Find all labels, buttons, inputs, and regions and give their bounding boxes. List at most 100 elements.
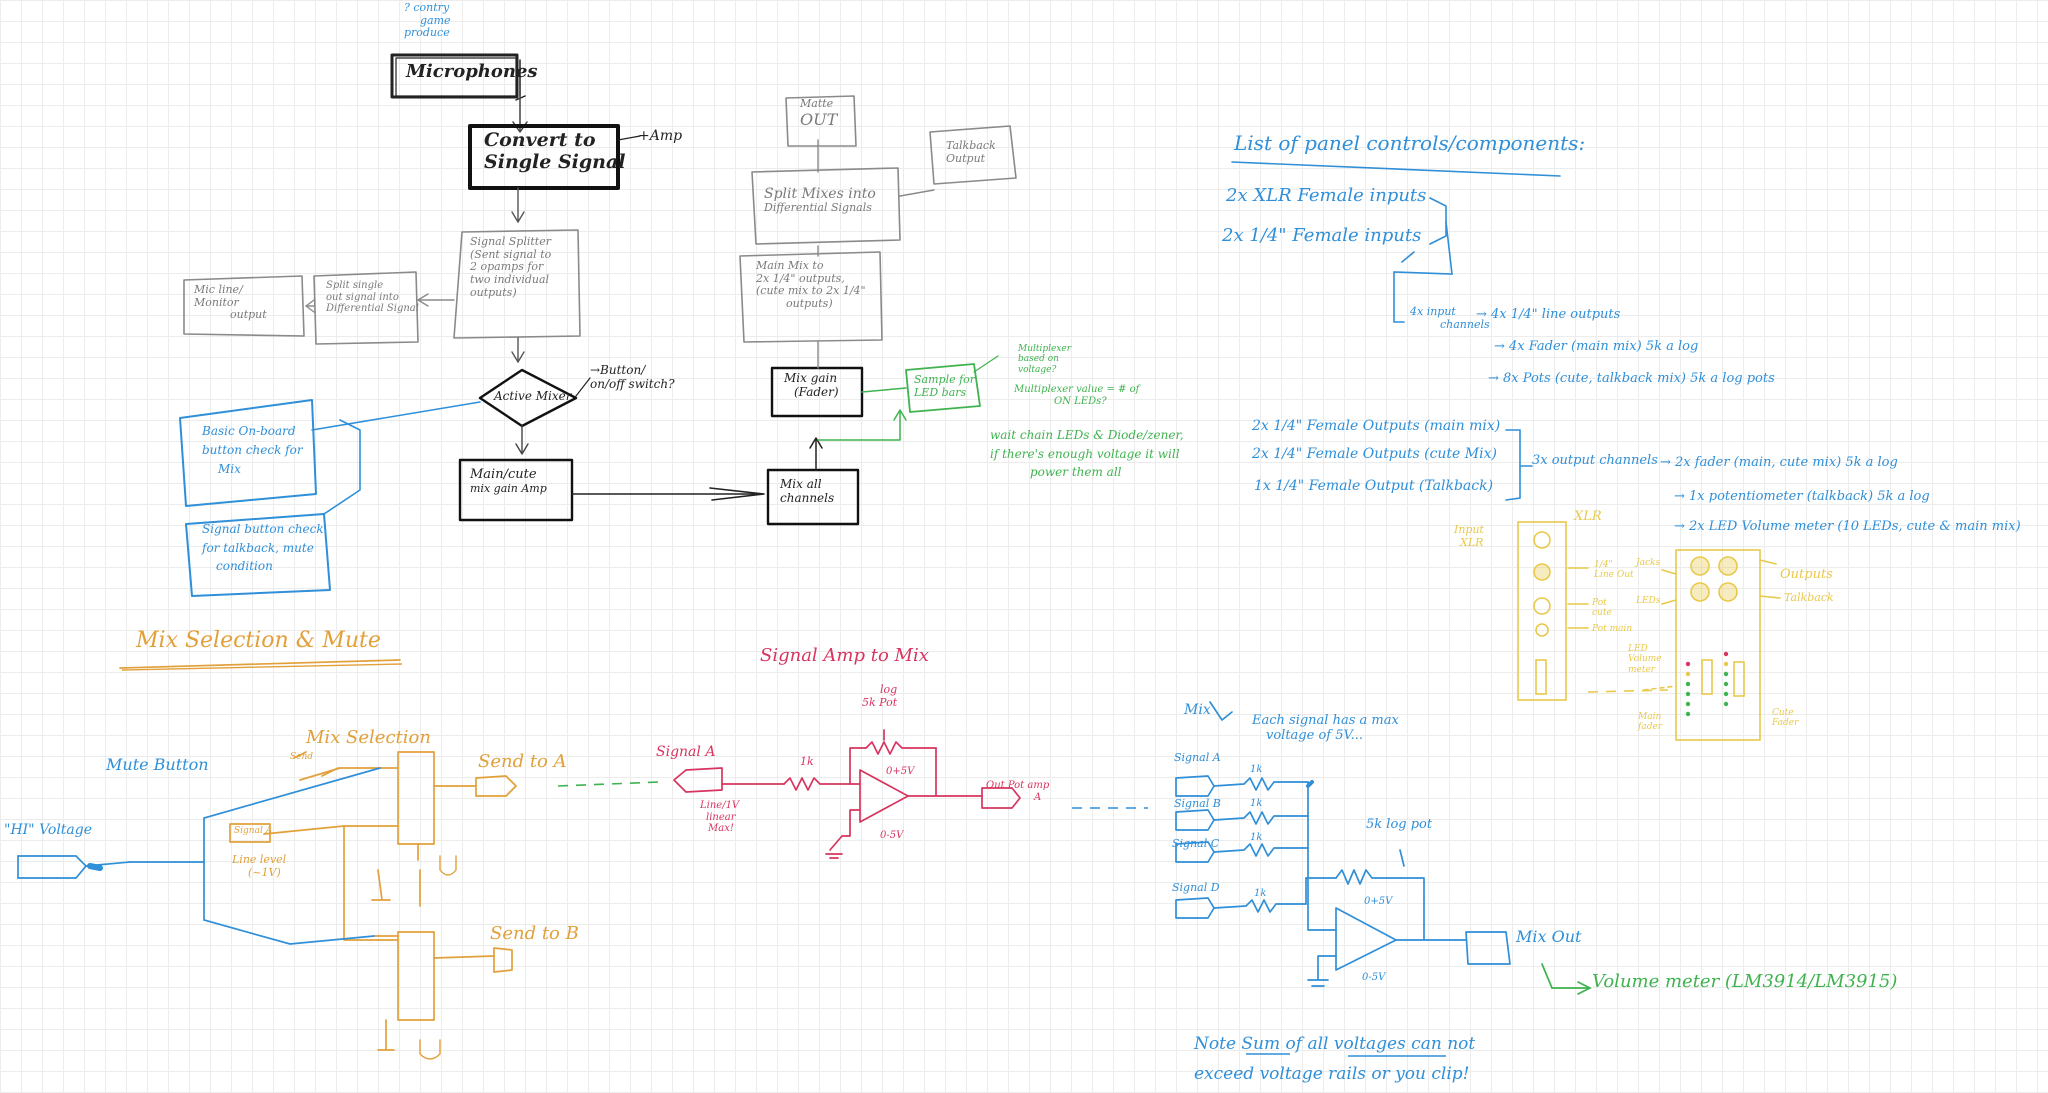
input-channels: 4x input channels [1410,305,1490,331]
quarter-inputs: 2x 1/4" Female inputs [1222,225,1422,246]
multiplexer-note: Multiplexer based on voltage? [1018,344,1072,375]
mix-all-label: Mix all channels [780,477,835,505]
mux-b [397,931,435,1021]
convert-box [468,124,620,190]
panel-talkback: Talkback [1784,591,1834,604]
note-top: ? contry game produce [404,1,451,40]
send-a-label: Send to A [478,751,567,772]
send-a-tag [475,775,517,797]
mixer-signal-b: Signal B [1174,797,1221,810]
split-left-label: Split single out signal into Differentia… [326,280,419,314]
underlines [121,663,1446,1057]
mute-wires [17,767,381,945]
onboard-button-label: Basic On-board button check for Mix [202,424,303,477]
mixer-note: Each signal has a max voltage of 5V... [1252,713,1399,743]
splitter-box [453,229,581,339]
button-note: →Button/ on/off switch? [590,363,675,391]
main-cue-label: Main/cute mix gain Amp [470,467,547,495]
small-send-tag: Send [290,752,314,762]
signal-amp-title: Signal Amp to Mix [760,645,929,666]
opamp [859,769,909,823]
hi-voltage-label: "HI" Voltage [4,822,93,838]
signal-amp-circuit [673,729,1021,859]
main-mix-label: Main Mix to 2x 1/4" outputs, (cute mix t… [756,259,866,310]
panel-pots: Pot cute [1592,598,1612,619]
active-mixer-label: Active Mixer [494,389,572,403]
mix-out-label: Mix Out [1516,927,1582,946]
mix-selection-title: Mix Selection & Mute [136,628,381,653]
mixer-pot [1335,869,1425,941]
volume-meter-link [1541,963,1592,995]
sample-led-box [905,363,981,413]
talkback-out-label: Talkback Output [946,139,996,165]
amp-signal-a: Signal A [656,744,716,760]
panel-sketch [1517,521,1781,741]
mixer-r-b: 1k [1250,798,1263,809]
mixer-r-a: 1k [1250,764,1263,775]
mux-a [397,751,435,845]
split-diff-box [751,167,901,245]
volume-meter-label: Volume meter (LM3914/LM3915) [1592,971,1898,992]
send-b-tag [493,947,513,973]
mix-all-box [766,468,860,526]
signal-button-box [185,513,331,597]
component-list-lines [1231,161,1561,501]
mute-button-label: Mute Button [106,755,209,774]
signal-button-label: Signal button check for talkback, mute c… [202,522,324,574]
amp-linear: Line/1V linear Max! [700,800,740,834]
onboard-button-box [179,399,317,507]
send-b-label: Send to B [490,923,579,944]
multiplexer-value: Multiplexer value = # of ON LEDs? [1014,384,1140,407]
output-item-2: → 2x LED Volume meter (10 LEDs, cute & m… [1674,519,2021,534]
output-0: 2x 1/4" Female Outputs (main mix) [1252,418,1501,434]
signal-a-input-tag [673,767,723,793]
mixer-signal-a: Signal A [1174,751,1221,764]
input-item-1: → 4x Fader (main mix) 5k a log [1494,339,1699,354]
main-mix-box [739,251,883,343]
amp-note: +Amp [638,128,683,144]
amp-r1: 1k [800,755,814,768]
panel-pot-main: Pot main [1592,624,1633,634]
microphones-box [390,53,519,99]
amp-vminus: 0-5V [880,830,904,841]
mixer-signal-d: Signal D [1172,881,1220,894]
panel-main-fader: Main fader [1638,712,1663,733]
microphones-label: Microphones [406,61,538,82]
sample-led-label: Sample for LED bars [914,373,976,399]
chain-note: wait chain LEDs & Diode/zener, if there'… [990,428,1184,480]
output-item-1: → 1x potentiometer (talkback) 5k a log [1674,489,1930,504]
mute-out-label: Matte OUT [800,97,838,129]
mix-out-tag [1465,931,1511,965]
panel-input-label: Input XLR [1454,523,1484,549]
mixer-vminus: 0-5V [1362,972,1386,983]
panel-led-meter: LED Volume meter [1628,644,1662,675]
splitter-label: Signal Splitter (Sent signal to 2 opamps… [470,235,552,299]
panel-quarter-out: 1/4" Line Out [1594,560,1634,581]
amp-out: Out Pot amp A [986,780,1050,803]
dashed-links [557,689,1669,809]
mix-selection-label: Mix Selection [306,727,431,748]
mic-monitor-label: Mic line/ Monitor output [194,283,267,322]
amp-pot: log 5k Pot [862,683,898,709]
output-2: 1x 1/4" Female Output (Talkback) [1254,478,1494,494]
mixer-opamp [1335,907,1397,971]
signal-a-tag-label: Signal A [234,826,273,836]
led-meter-dots [1685,651,1729,717]
mix-selection-circuit [119,659,517,1060]
convert-label: Convert to Single Signal [484,129,626,173]
panel-leds: LEDs [1636,596,1661,606]
panel-outputs: Outputs [1780,567,1833,582]
input-item-2: → 8x Pots (cute, talkback mix) 5k a log … [1488,371,1775,386]
flowchart [179,53,1017,597]
output-item-0: → 2x fader (main, cute mix) 5k a log [1660,455,1898,470]
main-cue-box [458,458,574,522]
amp-vplus: 0+5V [886,766,915,777]
mixer-r-d: 1k [1254,888,1267,899]
output-1: 2x 1/4" Female Outputs (cute Mix) [1252,446,1497,462]
split-diff-label: Split Mixes into Differential Signals [764,186,876,215]
input-panel [1517,521,1567,701]
input-item-0: → 4x 1/4" line outputs [1476,307,1621,322]
note-bottom: Note Sum of all voltages can not exceed … [1194,1034,1476,1084]
mixer-signal-c: Signal C [1172,837,1220,850]
